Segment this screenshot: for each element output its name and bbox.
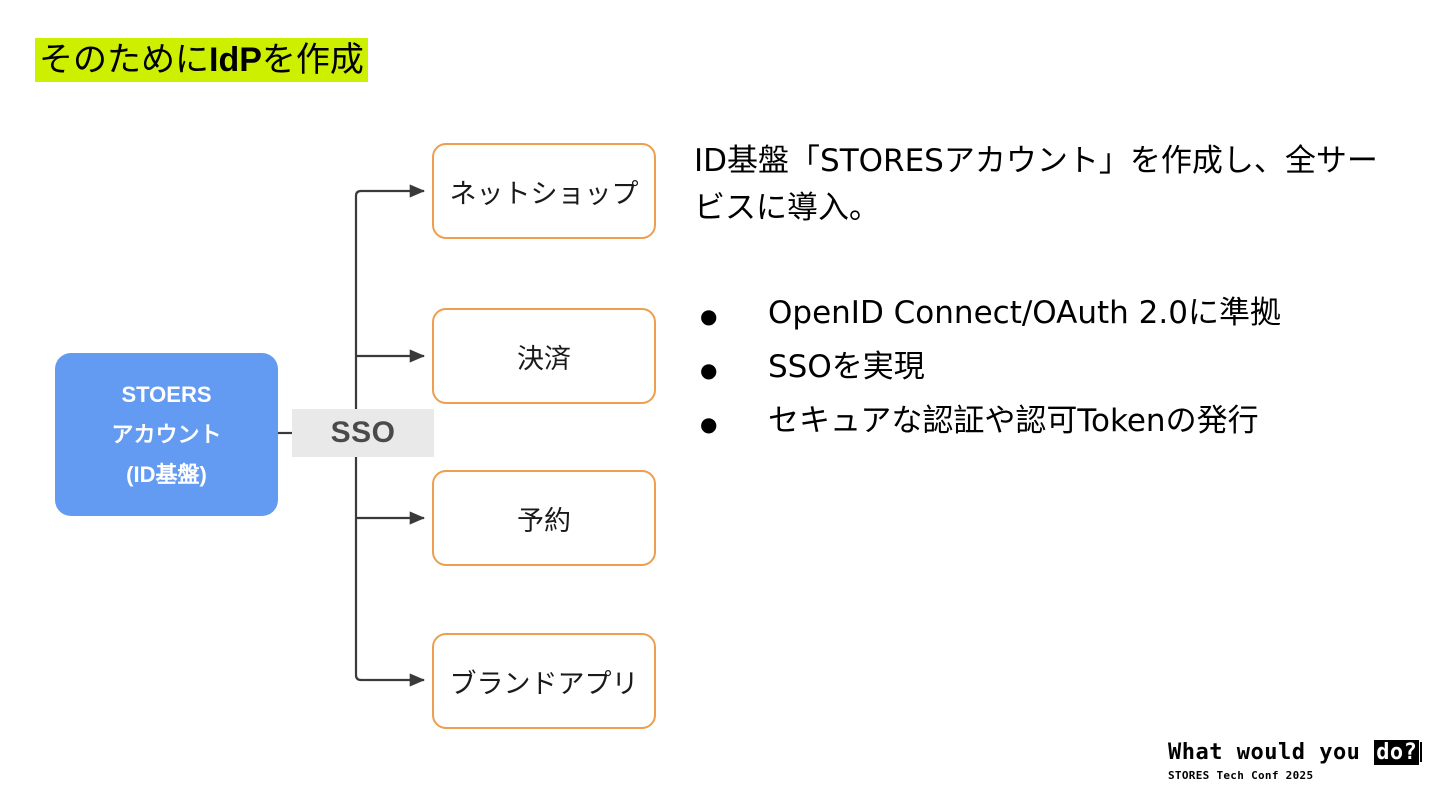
service-box-netshop[interactable]: ネットショップ [432, 143, 656, 239]
bullet-text: セキュアな認証や認可Tokenの発行 [768, 403, 1259, 439]
sso-label-chip[interactable]: SSO [292, 409, 434, 457]
bullet-list: ● OpenID Connect/OAuth 2.0に準拠 ● SSOを実現 ●… [700, 288, 1420, 450]
page-title-prefix: そのために [39, 41, 209, 79]
service-box-label: ブランドアプリ [449, 668, 639, 700]
bullet-text: SSOを実現 [768, 349, 925, 385]
bullet-dot-icon: ● [700, 304, 718, 328]
service-box-reservation[interactable]: 予約 [432, 470, 656, 566]
service-box-label: 予約 [517, 505, 571, 537]
bullet-dot-icon: ● [700, 412, 718, 436]
list-item: ● OpenID Connect/OAuth 2.0に準拠 [700, 288, 1420, 342]
page-title-suffix: を作成 [261, 41, 364, 79]
service-box-payment[interactable]: 決済 [432, 308, 656, 404]
bullet-text: OpenID Connect/OAuth 2.0に準拠 [768, 295, 1281, 331]
page-title: そのためにIdPを作成 [35, 38, 368, 82]
sso-label-text: SSO [330, 416, 396, 449]
logo-subtitle: STORES Tech Conf 2025 [1168, 769, 1314, 782]
body-paragraph: ID基盤「STORESアカウント」を作成し、全サービスに導入。 [694, 143, 1378, 226]
service-box-label: ネットショップ [449, 178, 639, 210]
idp-account-box[interactable]: STOERS アカウント (ID基盤) [55, 353, 278, 516]
logo-tagline: What would you do? [1168, 740, 1423, 766]
list-item: ● セキュアな認証や認可Tokenの発行 [700, 396, 1420, 450]
service-box-brandapp[interactable]: ブランドアプリ [432, 633, 656, 729]
logo-tagline-prefix: What would you [1168, 740, 1375, 765]
bullet-dot-icon: ● [700, 358, 718, 382]
service-box-label: 決済 [517, 343, 571, 375]
idp-box-line-1: STOERS [121, 381, 212, 407]
idp-box-line-3: (ID基盤) [126, 461, 207, 487]
page-title-keyword: IdP [209, 41, 262, 79]
link-sso-to-netshop [354, 184, 426, 409]
idp-box-line-2: アカウント [111, 421, 222, 447]
page-title-highlight: そのためにIdPを作成 [35, 38, 368, 82]
link-sso-to-brandapp [354, 457, 426, 687]
conference-logo: What would you do? STORES Tech Conf 2025 [1168, 740, 1423, 784]
list-item: ● SSOを実現 [700, 342, 1420, 396]
logo-tagline-inverted: do? [1374, 740, 1420, 765]
text-caret-icon [1420, 742, 1423, 762]
architecture-diagram: STOERS アカウント (ID基盤) SSO ネットショップ 決済 予約 ブラ… [0, 0, 700, 810]
